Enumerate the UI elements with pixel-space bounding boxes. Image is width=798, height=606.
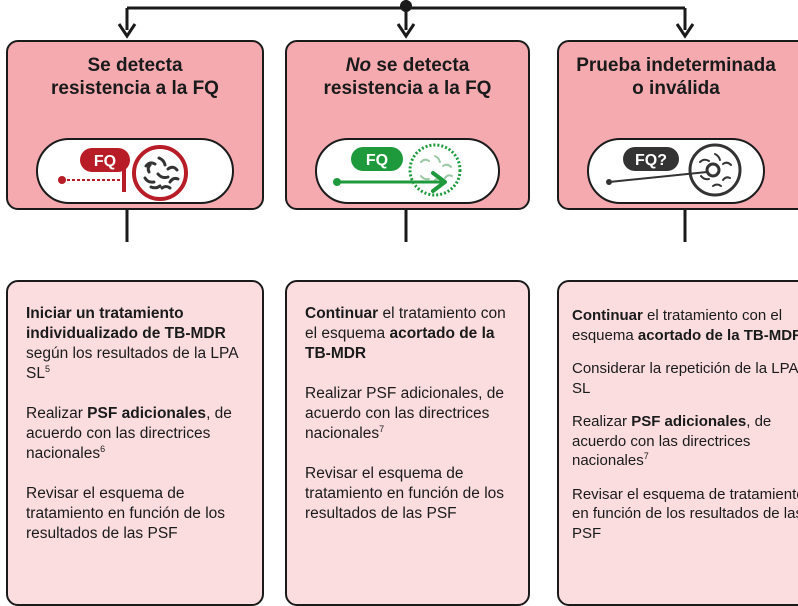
blocked-arrow-bacteria-icon: FQ [58, 145, 188, 201]
test-result-oval: FQ [315, 138, 500, 204]
fq-badge [80, 148, 130, 172]
header-box: No se detecta resistencia a la FQ FQ [285, 40, 530, 210]
action-paragraph: Realizar PSF adicionales, de acuerdo con… [305, 385, 505, 442]
action-paragraph: Considerar la repetición de la LPA-SL [572, 360, 798, 397]
fq-badge [351, 147, 403, 171]
fq-badge [623, 147, 679, 171]
action-paragraph: Realizar PSF adicionales, de acuerdo con… [26, 405, 232, 462]
header-title: Prueba indeterminada o inválida [559, 54, 793, 100]
header-box: Prueba indeterminada o inválida FQ? [557, 40, 798, 210]
branch-node [400, 0, 412, 12]
uncertain-bacteria-icon: FQ? [606, 143, 742, 197]
arrowhead-col-2 [396, 23, 416, 39]
header-title: No se detecta resistencia a la FQ [287, 54, 528, 100]
column-resistance-not-detected: No se detecta resistencia a la FQ FQ Con… [285, 40, 530, 606]
test-result-oval: FQ? [587, 138, 765, 204]
action-paragraph: Revisar el esquema de tratamiento en fun… [305, 465, 505, 522]
header-title: Se detecta resistencia a la FQ [8, 54, 262, 100]
action-box: Iniciar un tratamiento individualizado d… [6, 280, 264, 606]
header-title-line-1: Se detecta [87, 55, 183, 76]
header-title-line-2: resistencia a la FQ [51, 78, 219, 99]
action-box: Continuar el tratamiento con el esquema … [285, 280, 530, 606]
header-title-line-1: Prueba indeterminada [576, 55, 776, 76]
flow-connectors [117, 0, 695, 242]
header-title-italic: No [345, 55, 372, 76]
column-indeterminate-result: Prueba indeterminada o inválida FQ? Cont… [557, 40, 798, 606]
action-paragraph: Continuar el tratamiento con el esquema … [572, 307, 798, 344]
action-paragraph: Continuar el tratamiento con el esquema … [305, 305, 506, 362]
action-paragraph: Realizar PSF adicionales, de acuerdo con… [572, 413, 772, 469]
header-box: Se detecta resistencia a la FQ FQ [6, 40, 264, 210]
action-paragraph: Revisar el esquema de tratamiento en fun… [26, 485, 226, 542]
column-resistance-detected: Se detecta resistencia a la FQ FQ [6, 40, 264, 606]
header-title-line-2: resistencia a la FQ [323, 78, 492, 99]
fq-badge-label: FQ [366, 152, 388, 169]
test-result-oval: FQ [36, 138, 234, 204]
fq-badge-label: FQ [94, 153, 116, 170]
fq-badge-label: FQ? [635, 152, 667, 169]
arrowhead-col-3 [675, 23, 695, 39]
arrow-through-bacteria-icon: FQ [333, 143, 462, 197]
header-title-line-2: o inválida [632, 78, 720, 99]
header-title-line-1: No se detecta [345, 55, 470, 76]
action-paragraph: Iniciar un tratamiento individualizado d… [26, 305, 238, 382]
arrowhead-col-1 [117, 23, 137, 39]
action-paragraph: Revisar el esquema de tratamiento en fun… [572, 485, 798, 542]
action-box: Continuar el tratamiento con el esquema … [557, 280, 798, 606]
